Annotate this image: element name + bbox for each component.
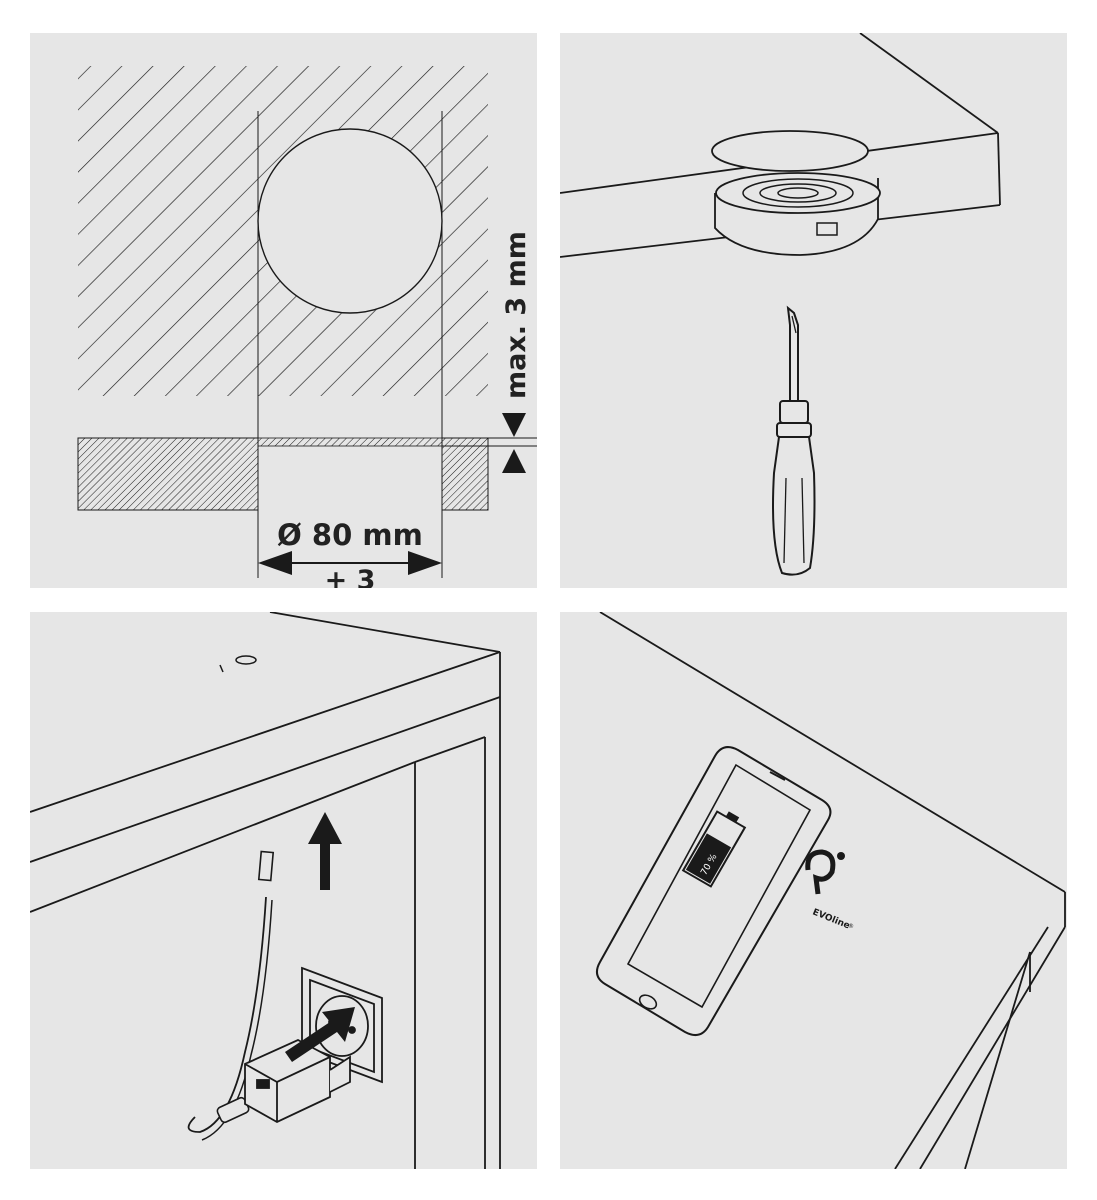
section-right bbox=[441, 437, 489, 511]
table-corner bbox=[30, 612, 501, 1169]
phone-icon bbox=[595, 746, 832, 1037]
step-3-power-panel bbox=[30, 612, 537, 1169]
arrow-right-icon bbox=[408, 551, 442, 575]
arrow-up-icon bbox=[308, 812, 342, 890]
trademark-label: ® bbox=[848, 923, 854, 930]
section-recess bbox=[257, 437, 443, 447]
cutout-circle bbox=[257, 128, 443, 314]
charging-diagram: 70 % EVOline ® bbox=[595, 612, 1066, 1169]
charger-top-disc bbox=[711, 130, 869, 172]
step-1-cutout-panel: max. 3 mm Ø 80 mm + 3 bbox=[30, 33, 537, 588]
charger-mark-icon bbox=[219, 655, 257, 673]
cable bbox=[187, 896, 267, 1133]
section-left bbox=[77, 437, 259, 511]
power-adapter-icon bbox=[244, 1038, 351, 1124]
arrow-insert-icon bbox=[285, 1007, 355, 1062]
screwdriver-icon bbox=[772, 305, 816, 576]
table-corner bbox=[599, 612, 1066, 1169]
diameter-label: Ø 80 mm bbox=[277, 518, 423, 552]
qi-logo-icon bbox=[805, 849, 845, 895]
battery-icon: 70 % bbox=[681, 810, 747, 888]
arrow-depth-down-icon bbox=[502, 413, 526, 437]
step-4-charging-panel: 70 % EVOline ® bbox=[560, 612, 1067, 1169]
step-2-mounting-panel bbox=[560, 33, 1067, 588]
arrow-left-icon bbox=[258, 551, 292, 575]
arrow-depth-up-icon bbox=[502, 449, 526, 473]
power-diagram bbox=[30, 612, 501, 1169]
cutout-diagram: max. 3 mm Ø 80 mm + 3 bbox=[77, 66, 537, 588]
max-depth-label: max. 3 mm bbox=[501, 231, 532, 399]
mounting-diagram bbox=[560, 33, 1001, 576]
usb-plug bbox=[257, 850, 275, 882]
tolerance-label: + 3 bbox=[325, 565, 376, 588]
qi-brand-label: EVOline bbox=[811, 908, 851, 932]
